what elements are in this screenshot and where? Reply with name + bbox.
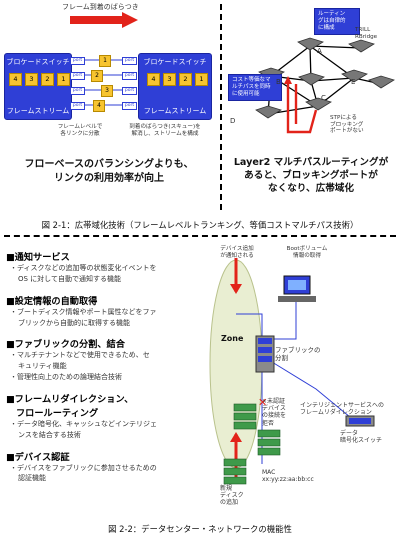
feature-title: ■設定情報の自動取得 bbox=[6, 295, 98, 307]
port-left-3: port bbox=[70, 87, 85, 95]
frames-right: 4 3 2 1 bbox=[147, 73, 208, 86]
vertical-divider bbox=[220, 4, 222, 210]
feature-bullet: ・管理性向上のための論理結合技術 bbox=[10, 373, 122, 382]
frame-1: 1 bbox=[195, 73, 208, 86]
figure-caption-2-2: 図 2-2：データセンター・ネットワークの機能性 bbox=[108, 524, 292, 534]
fabric-split-label: ファブリックの 分割 bbox=[275, 346, 321, 362]
brocade-switch-right: ブロケードスイッチ 4 3 2 1 フレームストリーム bbox=[138, 53, 212, 120]
feature-bullet: OS に対して自動で通知する機能 bbox=[18, 274, 121, 283]
frames-left: 4 3 2 1 bbox=[9, 73, 70, 86]
feature-list: ■通知サービス ・ディスクなどの追加等の状態変化イベントを OS に対して自動で… bbox=[6, 249, 202, 484]
headline-left: フローベースのバランシングよりも、 リンクの利用効率が向上 bbox=[24, 159, 194, 184]
mid-frame-2: 2 bbox=[91, 70, 103, 82]
switch-left-label: ブロケードスイッチ bbox=[6, 58, 70, 66]
frame-4: 4 bbox=[9, 73, 22, 86]
new-disk-label: 新規 ディスク の追加 bbox=[220, 485, 244, 507]
feature-bullet: キュリティ機能 bbox=[18, 362, 67, 371]
mid-frame-1: 1 bbox=[99, 55, 111, 67]
feature-title: ■ファブリックの分割、結合 bbox=[6, 339, 125, 351]
figure-caption-2-1: 図 2-1：広帯域化技術（フレームレベルトランキング、等価コストマルチパス技術） bbox=[41, 220, 359, 230]
arrow-label: フレーム到着のばらつき bbox=[62, 3, 139, 11]
stream-right-label: フレームストリーム bbox=[143, 107, 207, 115]
frame-1: 1 bbox=[57, 73, 70, 86]
port-right-4: port bbox=[122, 102, 137, 110]
feature-fabric-split: ■ファブリックの分割、結合 ・マルチテナントなどで使用できるため、セ キュリティ… bbox=[6, 336, 202, 383]
feature-title: ■デバイス認証 bbox=[6, 451, 70, 463]
datacenter-diagram: ✕ bbox=[209, 258, 375, 485]
frame-3: 3 bbox=[25, 73, 38, 86]
encrypt-switch-label: データ 暗号化スイッチ bbox=[340, 430, 383, 445]
feature-bullet: ブリックから自動的に取得する機能 bbox=[18, 318, 130, 327]
feature-title-cont: フロールーティング bbox=[16, 407, 99, 419]
feature-title: ■フレームリダイレクション、 bbox=[6, 393, 134, 405]
stp-note: STPによる ブロッキング ポートがない bbox=[330, 115, 364, 135]
feature-bullet: ・ブートディスク情報やポート属性などをファ bbox=[10, 307, 157, 316]
brocade-switch-left: ブロケードスイッチ 4 3 2 1 フレームストリーム bbox=[4, 53, 72, 120]
feature-auto-config: ■設定情報の自動取得 ・ブートディスク情報やポート属性などをファ ブリックから自… bbox=[6, 293, 202, 329]
feature-bullet: ンスを結合する技術 bbox=[18, 430, 81, 439]
feature-redirection: ■フレームリダイレクション、 フロールーティング ・データ暗号化、キャッシュなど… bbox=[6, 391, 202, 441]
feature-bullet: ・マルチテナントなどで使用できるため、セ bbox=[10, 351, 150, 360]
node-c: C bbox=[321, 94, 326, 102]
routing-note: ルーティン グは自律的 に構成 bbox=[314, 8, 360, 35]
feature-bullet: ・デバイスをファブリックに参加させるための bbox=[10, 463, 157, 472]
zone-label: Zone bbox=[221, 334, 244, 343]
svg-text:✕: ✕ bbox=[258, 396, 267, 409]
horizontal-divider bbox=[4, 235, 396, 237]
frame-2: 2 bbox=[41, 73, 54, 86]
port-left-1: port bbox=[70, 57, 85, 65]
red-arrow-icon bbox=[70, 12, 138, 28]
port-left-4: port bbox=[70, 102, 85, 110]
port-right-3: port bbox=[122, 87, 137, 95]
trill-label: TRILL RBridge bbox=[355, 27, 378, 40]
feature-bullet: ・データ暗号化、キャッシュなどインテリジェ bbox=[10, 419, 157, 428]
feature-title: ■通知サービス bbox=[6, 252, 70, 263]
mid-frame-3: 3 bbox=[101, 85, 113, 97]
frame-2: 2 bbox=[179, 73, 192, 86]
note-skew: 到着のばらつき(スキュー)を 解消し、ストリームを構成 bbox=[129, 124, 201, 137]
node-e: E bbox=[351, 78, 356, 86]
headline-right: Layer2 マルチパスルーティングが あると、ブロッキングポートが なくなり、… bbox=[233, 157, 389, 194]
stream-left-label: フレームストリーム bbox=[6, 107, 70, 115]
node-a: A bbox=[317, 47, 322, 55]
port-left-2: port bbox=[70, 72, 85, 80]
node-d: D bbox=[230, 117, 236, 125]
note-distribute: フレームレベルで 各リンクに分散 bbox=[57, 124, 103, 137]
feature-notification: ■通知サービス ・ディスクなどの追加等の状態変化イベントを OS に対して自動で… bbox=[6, 249, 202, 285]
feature-device-auth: ■デバイス認証 ・デバイスをファブリックに参加させるための 認証機能 bbox=[6, 449, 202, 485]
boot-volume-label: Bootボリューム 情報の取得 bbox=[286, 246, 328, 259]
mid-frame-4: 4 bbox=[93, 100, 105, 112]
device-add-label: デバイス追加 が通知される bbox=[220, 246, 254, 259]
ecmp-note: コスト等価なマ ルチパスを同時 に使用可能 bbox=[228, 74, 282, 101]
node-b: B bbox=[276, 78, 281, 86]
frame-3: 3 bbox=[163, 73, 176, 86]
switch-right-label: ブロケードスイッチ bbox=[143, 58, 207, 66]
feature-bullet: ・ディスクなどの追加等の状態変化イベントを bbox=[10, 264, 157, 272]
mac-address-label: MAC xx:yy:zz:aa:bb:cc bbox=[262, 469, 314, 484]
port-right-1: port bbox=[122, 57, 137, 65]
port-right-2: port bbox=[122, 72, 137, 80]
intelligent-services-label: インテリジェントサービスへの フレームリダイレクション bbox=[300, 402, 385, 417]
unauthorized-label: ×未認証 デバイス の接続を 拒否 bbox=[262, 398, 287, 427]
frame-4: 4 bbox=[147, 73, 160, 86]
feature-bullet: 認証機能 bbox=[18, 474, 46, 483]
